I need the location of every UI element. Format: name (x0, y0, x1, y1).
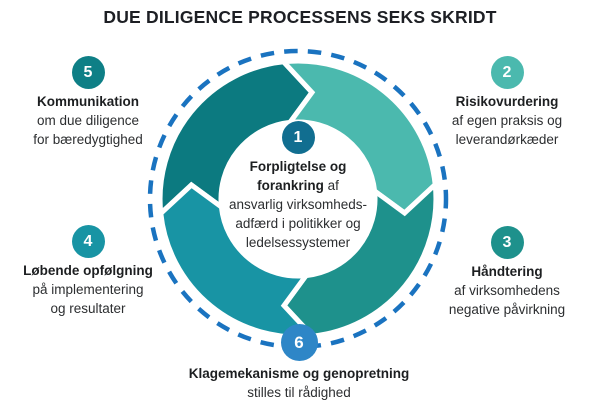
step-5-line: om due diligence (36, 113, 140, 128)
step-3-line: af virksomhedens (454, 283, 560, 298)
step-4-number-badge: 4 (71, 225, 105, 258)
step-1-line: ledelsessystemer (245, 235, 351, 250)
step-3-title: Håndtering (471, 264, 543, 279)
step-1-line2-rest: af (323, 178, 339, 193)
step-5-number-badge: 5 (71, 56, 105, 89)
step-6-block: 6 Klagemekanisme og genopretning stilles… (139, 324, 459, 400)
step-1-number-badge: 1 (281, 121, 315, 154)
arrow-segment-bottom-left (158, 181, 318, 340)
step-1-title-bold-word: forankring (257, 178, 324, 193)
step-5-line: for bæredygtighed (33, 132, 143, 147)
step-1-title-line: Forpligtelse og (249, 159, 347, 174)
step-5-block: 5 Kommunikation om due diligence for bær… (3, 56, 173, 149)
step-5-title: Kommunikation (36, 94, 139, 109)
step-2-number-badge: 2 (490, 56, 524, 89)
step-1-line: adfærd i politikker og (235, 216, 361, 231)
step-3-block: 3 Håndtering af virksomhedens negative p… (422, 226, 592, 319)
dashed-ring (147, 48, 449, 350)
step-2-line: leverandørkæder (455, 132, 559, 147)
step-1-title-line2: forankring af (257, 176, 339, 195)
step-4-line: og resultater (50, 301, 126, 316)
step-2-block: 2 Risikovurdering af egen praksis og lev… (422, 56, 592, 149)
step-2-line: af egen praksis og (451, 113, 563, 128)
step-6-title: Klagemekanisme og genopretning (188, 366, 410, 381)
step-4-title: Løbende opfølgning (23, 263, 153, 278)
step-3-number-badge: 3 (490, 226, 524, 259)
step-4-block: 4 Løbende opfølgning på implementering o… (3, 225, 173, 318)
step-3-line: negative påvirkning (448, 302, 566, 317)
step-1-center-block: 1 Forpligtelse og forankring af ansvarli… (213, 121, 383, 252)
page-title: DUE DILIGENCE PROCESSENS SEKS SKRIDT (103, 7, 497, 27)
step-2-title: Risikovurdering (455, 94, 559, 109)
step-4-line: på implementering (32, 282, 144, 297)
step-1-line: ansvarlig virksomheds- (228, 197, 368, 212)
step-6-line: stilles til rådighed (247, 385, 351, 400)
step-6-number-badge: 6 (280, 324, 318, 361)
